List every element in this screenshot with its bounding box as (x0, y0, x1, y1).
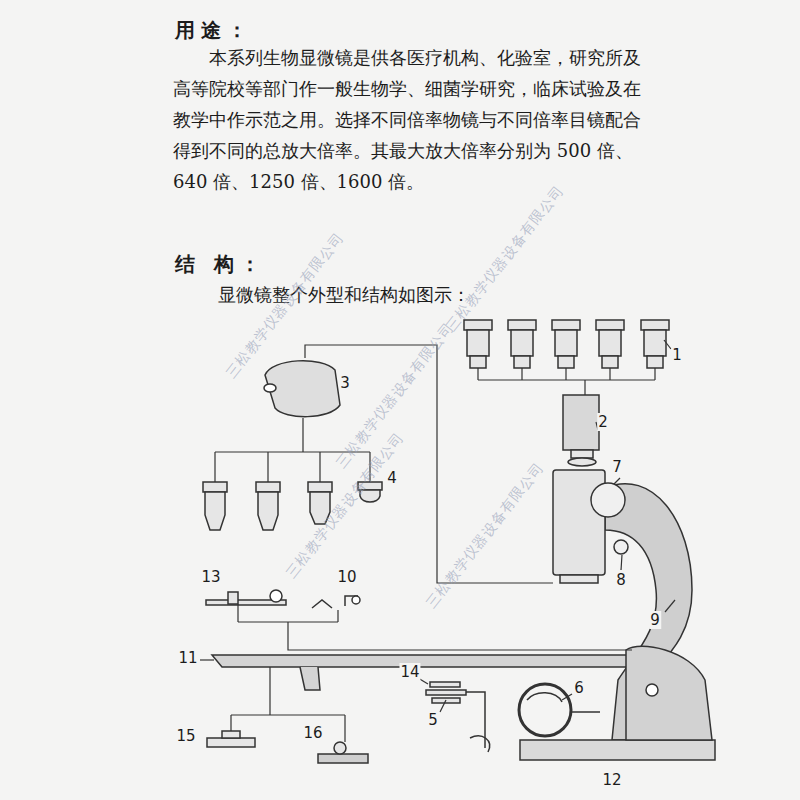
section-heading: 结 构： (175, 252, 266, 276)
callout-number: 12 (601, 771, 622, 789)
callout-number: 9 (649, 611, 661, 629)
callout-number: 15 (175, 727, 196, 745)
callout-number: 6 (573, 679, 585, 697)
body-paragraph: 本系列生物显微镜是供各医疗机构、化验室，研究所及高等院校等部门作一般生物学、细菌… (173, 42, 645, 197)
callout-number: 8 (615, 571, 627, 589)
callout-number: 3 (339, 374, 351, 392)
body-text: 显微镜整个外型和结构如图示： (218, 284, 470, 306)
callout-number: 4 (386, 469, 398, 487)
callout-number: 13 (200, 568, 221, 586)
callout-number: 1 (671, 346, 683, 364)
section-heading: 用途： (175, 18, 253, 42)
watermark: 三松教学仪器设备有限公司 (443, 182, 567, 334)
watermark: 三松教学仪器设备有限公司 (423, 459, 547, 611)
callout-number: 11 (177, 649, 198, 667)
callout-number: 14 (399, 663, 420, 681)
callout-number: 16 (302, 724, 323, 742)
callout-number: 7 (611, 458, 623, 476)
callout-number: 2 (597, 413, 609, 431)
callout-number: 10 (336, 568, 357, 586)
callout-number: 5 (427, 711, 439, 729)
